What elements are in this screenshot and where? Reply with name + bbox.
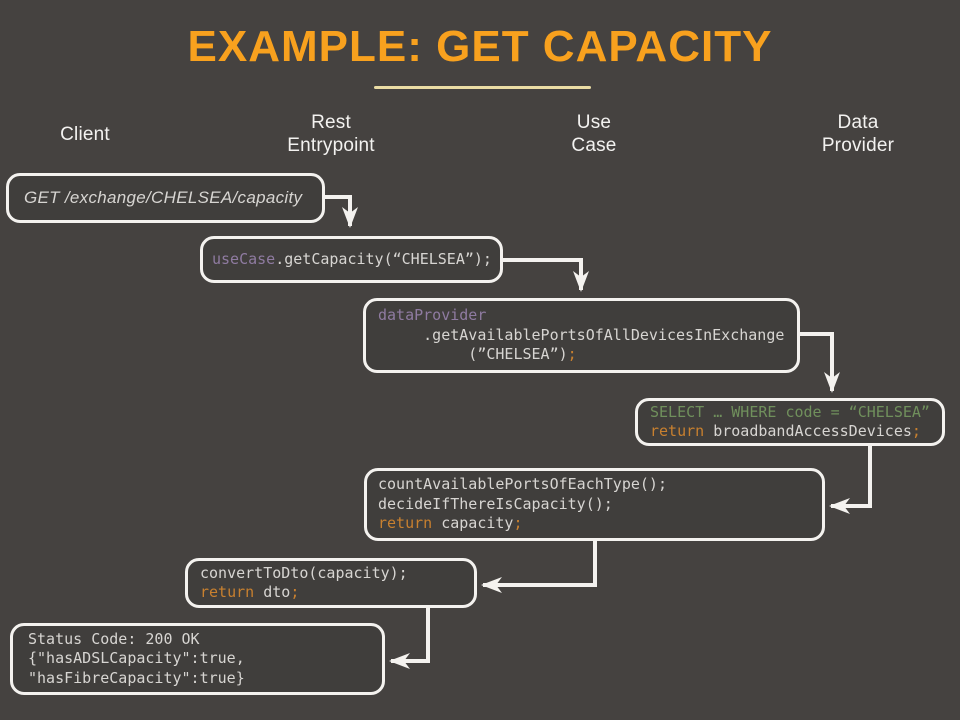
code-line: Status Code: 200 OK <box>28 629 200 648</box>
code-line: convertToDto(capacity); <box>200 563 408 582</box>
box-usecase-logic: countAvailablePortsOfEachType();decideIf… <box>364 468 825 541</box>
arrow-request-to-usecase <box>325 195 358 228</box>
code-line: dataProvider <box>378 306 487 325</box>
arrow-select-to-count <box>829 446 872 514</box>
box-usecase-call: dataProvider .getAvailablePortsOfAllDevi… <box>363 298 800 373</box>
arrow-count-to-dto <box>481 541 597 593</box>
arrow-dataprovider-to-select <box>800 332 840 393</box>
code-line: SELECT … WHERE code = “CHELSEA” <box>650 402 930 421</box>
column-header-rest-entrypoint: Rest Entrypoint <box>287 112 375 156</box>
code-line: "hasFibreCapacity":true} <box>28 668 245 687</box>
page-title: EXAMPLE: GET CAPACITY <box>187 22 773 71</box>
code-line: return broadbandAccessDevices; <box>650 422 921 440</box>
code-line: GET /exchange/CHELSEA/capacity <box>24 188 303 207</box>
code-line: useCase.getCapacity(“CHELSEA”); <box>212 249 492 268</box>
box-dataprovider-query: SELECT … WHERE code = “CHELSEA”return br… <box>635 398 945 446</box>
box-rest-entrypoint-dto: convertToDto(capacity);return dto; <box>185 558 477 608</box>
box-client-response: Status Code: 200 OK{"hasADSLCapacity":tr… <box>10 623 385 695</box>
arrow-usecase-to-dataprovider <box>503 258 589 292</box>
code-line: {"hasADSLCapacity":true, <box>28 649 245 668</box>
code-line: return capacity; <box>378 514 523 533</box>
code-line: return dto; <box>200 583 300 601</box>
arrow-dto-to-response <box>389 608 430 669</box>
code-line: (”CHELSEA”); <box>378 345 577 364</box>
box-client-request: GET /exchange/CHELSEA/capacity <box>6 173 325 223</box>
column-header-data-provider: Data Provider <box>821 112 895 156</box>
title-underline <box>374 86 591 89</box>
column-header-use-case: Use Case <box>571 112 617 156</box>
code-line: countAvailablePortsOfEachType(); <box>378 475 667 494</box>
code-line: decideIfThereIsCapacity(); <box>378 494 613 513</box>
box-rest-entrypoint-call: useCase.getCapacity(“CHELSEA”); <box>200 236 503 283</box>
column-header-client: Client <box>60 124 110 145</box>
code-line: .getAvailablePortsOfAllDevicesInExchange <box>378 325 785 344</box>
